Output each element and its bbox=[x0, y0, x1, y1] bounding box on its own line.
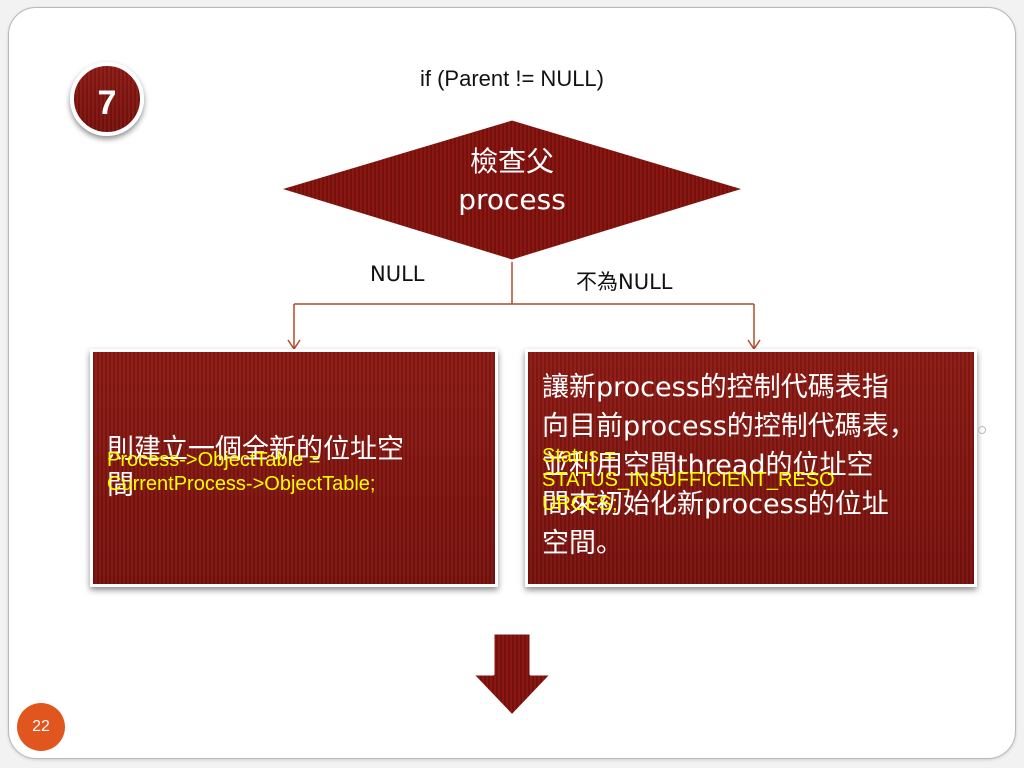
page-number-badge: 22 bbox=[17, 703, 65, 751]
left-box-text-line-1: 則建立一個全新的位址空 bbox=[107, 434, 404, 465]
diamond-shape bbox=[274, 117, 750, 263]
decorative-dot bbox=[978, 426, 986, 434]
right-box-code-line-2: STATUS_INSUFFICIENT_RESO bbox=[542, 469, 835, 491]
decision-diamond: 檢查父 process bbox=[274, 115, 750, 265]
decision-line-1: 檢查父 bbox=[469, 145, 554, 178]
right-process-box: 讓新process的控制代碼表指 向目前process的控制代碼表， 並利用空間… bbox=[525, 349, 977, 587]
left-process-box: 則建立一個全新的位址空 間 Process->ObjectTable = Cur… bbox=[90, 349, 498, 587]
right-box-text-line-5: 空間。 bbox=[542, 528, 623, 559]
left-box-code-line-1: Process->ObjectTable = bbox=[107, 449, 321, 471]
branch-label-null: NULL bbox=[370, 262, 425, 286]
condition-text: if (Parent != NULL) bbox=[419, 66, 604, 91]
right-box-code-line-1: Status = bbox=[542, 445, 616, 467]
down-arrow-icon bbox=[470, 631, 554, 718]
left-box-text-line-2: 間 bbox=[107, 470, 134, 501]
right-box-code-line-3: URCES; bbox=[542, 493, 618, 515]
branch-label-not-null: 不為NULL bbox=[576, 270, 673, 294]
right-box-text-line-1: 讓新process的控制代碼表指 bbox=[542, 372, 889, 403]
step-number-badge: 7 bbox=[70, 62, 144, 136]
left-box-code-line-2: CurrentProcess->ObjectTable; bbox=[107, 473, 376, 495]
right-box-text-line-4: 間來初始化新process的位址 bbox=[542, 489, 889, 520]
decision-line-2: process bbox=[458, 183, 566, 216]
right-box-text-line-3: 並利用空間thread的位址空 bbox=[542, 450, 874, 481]
right-box-text-line-2: 向目前process的控制代碼表， bbox=[542, 411, 916, 442]
